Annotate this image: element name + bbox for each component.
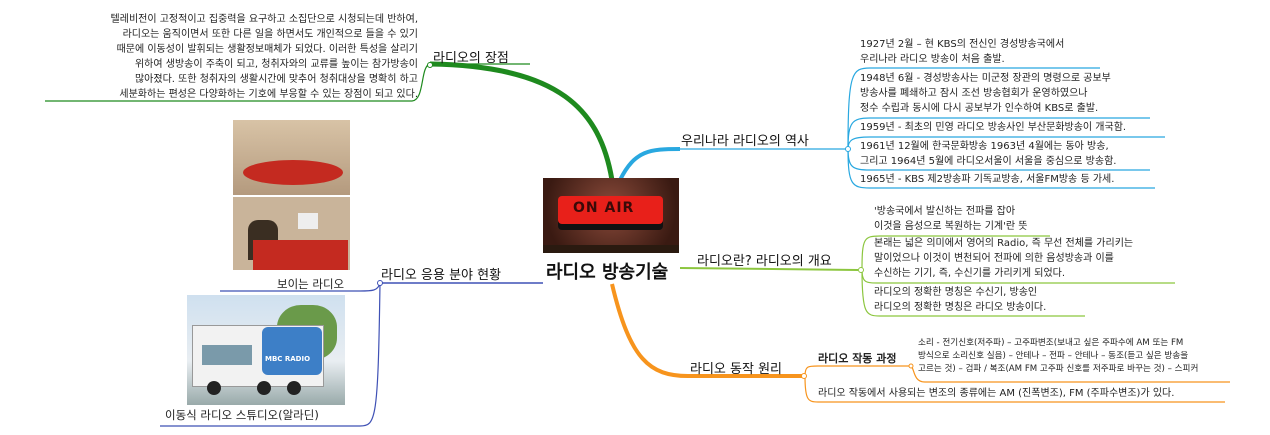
- text-line: 방송사를 폐쇄하고 잠시 조선 방송협회가 운영하였으나: [860, 88, 1088, 99]
- branch-advantages-line: [429, 61, 615, 181]
- text-line: 1961년 12월에 한국문화방송 1963년 4월에는 동아 방송,: [860, 141, 1109, 152]
- visible-radio-image: [233, 120, 350, 270]
- visible-radio-label[interactable]: 보이는 라디오: [277, 277, 345, 291]
- topic-operation[interactable]: 라디오 동작 원리: [690, 362, 782, 377]
- branch-history-line: [618, 147, 681, 181]
- process-text: 소리 - 전기신호(저주파) – 고주파변조(보내고 싶은 주파수에 AM 또는…: [918, 337, 1198, 376]
- on-air-label: ON AIR: [573, 200, 635, 216]
- history-item[interactable]: 1961년 12월에 한국문화방송 1963년 4월에는 동아 방송, 그리고 …: [860, 139, 1116, 169]
- history-item[interactable]: 1965년 - KBS 제2방송파 기독교방송, 서울FM방송 등 가세.: [860, 172, 1114, 187]
- text-line: '방송국에서 발신하는 전파를 잡아: [874, 206, 1016, 217]
- text-line: 그리고 1964년 5월에 라디오서울이 서울을 중심으로 방송함.: [860, 156, 1117, 167]
- advantages-text: 텔레비전이 고정적이고 집중력을 요구하고 소집단으로 시청되는데 반하여, 라…: [40, 12, 418, 102]
- text-line: 1927년 2월 – 현 KBS의 전신인 경성방송국에서: [860, 39, 1065, 50]
- text-line: 수신하는 기기, 즉, 수신기를 가리키게 되었다.: [874, 268, 1066, 279]
- text-line: 본래는 넓은 의미에서 영어의 Radio, 즉 무선 전체를 가리키는: [874, 238, 1134, 249]
- subtopic-process[interactable]: 라디오 작동 과정: [818, 352, 897, 365]
- text-line: 때문에 이동성이 발휘되는 생활정보매체가 되었다. 이러한 특성을 살리기: [116, 44, 418, 55]
- text-line: 정수 수립과 동시에 다시 공보부가 인수하여 KBS로 출발.: [860, 103, 1099, 114]
- text-line: 1948년 6월 - 경성방송사는 미군정 장관의 명령으로 공보부: [860, 73, 1111, 84]
- text-line: 위하여 생방송이 주축이 되고, 청취자와의 교류를 높이는 참가방송이: [134, 59, 418, 70]
- overview-item[interactable]: 본래는 넓은 의미에서 영어의 Radio, 즉 무선 전체를 가리키는 말이었…: [874, 236, 1133, 281]
- overview-item[interactable]: 라디오의 정확한 명칭은 수신기, 방송인 라디오의 정확한 명칭은 라디오 방…: [874, 285, 1046, 315]
- on-air-image: ON AIR: [543, 178, 679, 253]
- text-line: 세분화하는 편성은 다양화하는 기호에 부응할 수 있는 장점이 되고 있다.: [119, 89, 418, 100]
- history-item[interactable]: 1959년 - 최초의 민영 라디오 방송사인 부산문화방송이 개국함.: [860, 120, 1126, 135]
- topic-advantages[interactable]: 라디오의 장점: [433, 51, 509, 66]
- overview-underlines: [861, 235, 1175, 317]
- mobile-studio-image: MBC RADIO: [187, 295, 345, 405]
- text-line: 방식으로 소리신호 실음) – 안테나 – 전파 – 안테나 – 동조(듣고 싶…: [918, 351, 1189, 361]
- history-item[interactable]: 1948년 6월 - 경성방송사는 미군정 장관의 명령으로 공보부 방송사를 …: [860, 71, 1111, 116]
- text-line: 우리나라 라디오 방송이 처음 출발.: [860, 54, 1005, 65]
- text-line: 라디오의 정확한 명칭은 라디오 방송이다.: [874, 302, 1047, 313]
- topic-history[interactable]: 우리나라 라디오의 역사: [681, 134, 809, 149]
- branch-operation-line: [610, 283, 805, 378]
- truck-logo: MBC RADIO: [265, 355, 311, 363]
- text-line: 텔레비전이 고정적이고 집중력을 요구하고 소집단으로 시청되는데 반하여,: [110, 14, 418, 25]
- text-line: 1965년 - KBS 제2방송파 기독교방송, 서울FM방송 등 가세.: [860, 174, 1115, 185]
- mobile-studio-label[interactable]: 이동식 라디오 스튜디오(알라딘): [165, 408, 319, 422]
- text-line: 이것을 음성으로 복원하는 기계'란 뜻: [874, 221, 1028, 232]
- text-line: 1959년 - 최초의 민영 라디오 방송사인 부산문화방송이 개국함.: [860, 122, 1127, 133]
- text-line: 고르는 것) – 검파 / 복조(AM FM 고주파 신호를 저주파로 바꾸는 …: [918, 364, 1199, 374]
- history-item[interactable]: 1927년 2월 – 현 KBS의 전신인 경성방송국에서 우리나라 라디오 방…: [860, 37, 1064, 67]
- text-line: 라디오는 움직이면서 또한 다른 일을 하면서도 개인적으로 들을 수 있기: [122, 29, 418, 40]
- topic-applications[interactable]: 라디오 응용 분야 현황: [381, 268, 502, 283]
- branch-overview-line: [679, 267, 859, 271]
- central-topic[interactable]: 라디오 방송기술: [546, 262, 669, 283]
- text-line: 소리 - 전기신호(저주파) – 고주파변조(보내고 싶은 주파수에 AM 또는…: [918, 338, 1184, 348]
- text-line: 많아졌다. 또한 청취자의 생활시간에 맞추어 청취대상을 명확히 하고: [134, 74, 418, 85]
- overview-item[interactable]: '방송국에서 발신하는 전파를 잡아 이것을 음성으로 복원하는 기계'란 뜻: [874, 204, 1027, 234]
- topic-overview[interactable]: 라디오란? 라디오의 개요: [697, 254, 832, 269]
- modulation-text[interactable]: 라디오 작동에서 사용되는 변조의 종류에는 AM (진폭변조), FM (주파…: [818, 388, 1175, 399]
- text-line: 말이었으나 이것이 변천되어 전파에 의한 음성방송과 이를: [874, 253, 1114, 264]
- text-line: 라디오의 정확한 명칭은 수신기, 방송인: [874, 287, 1038, 298]
